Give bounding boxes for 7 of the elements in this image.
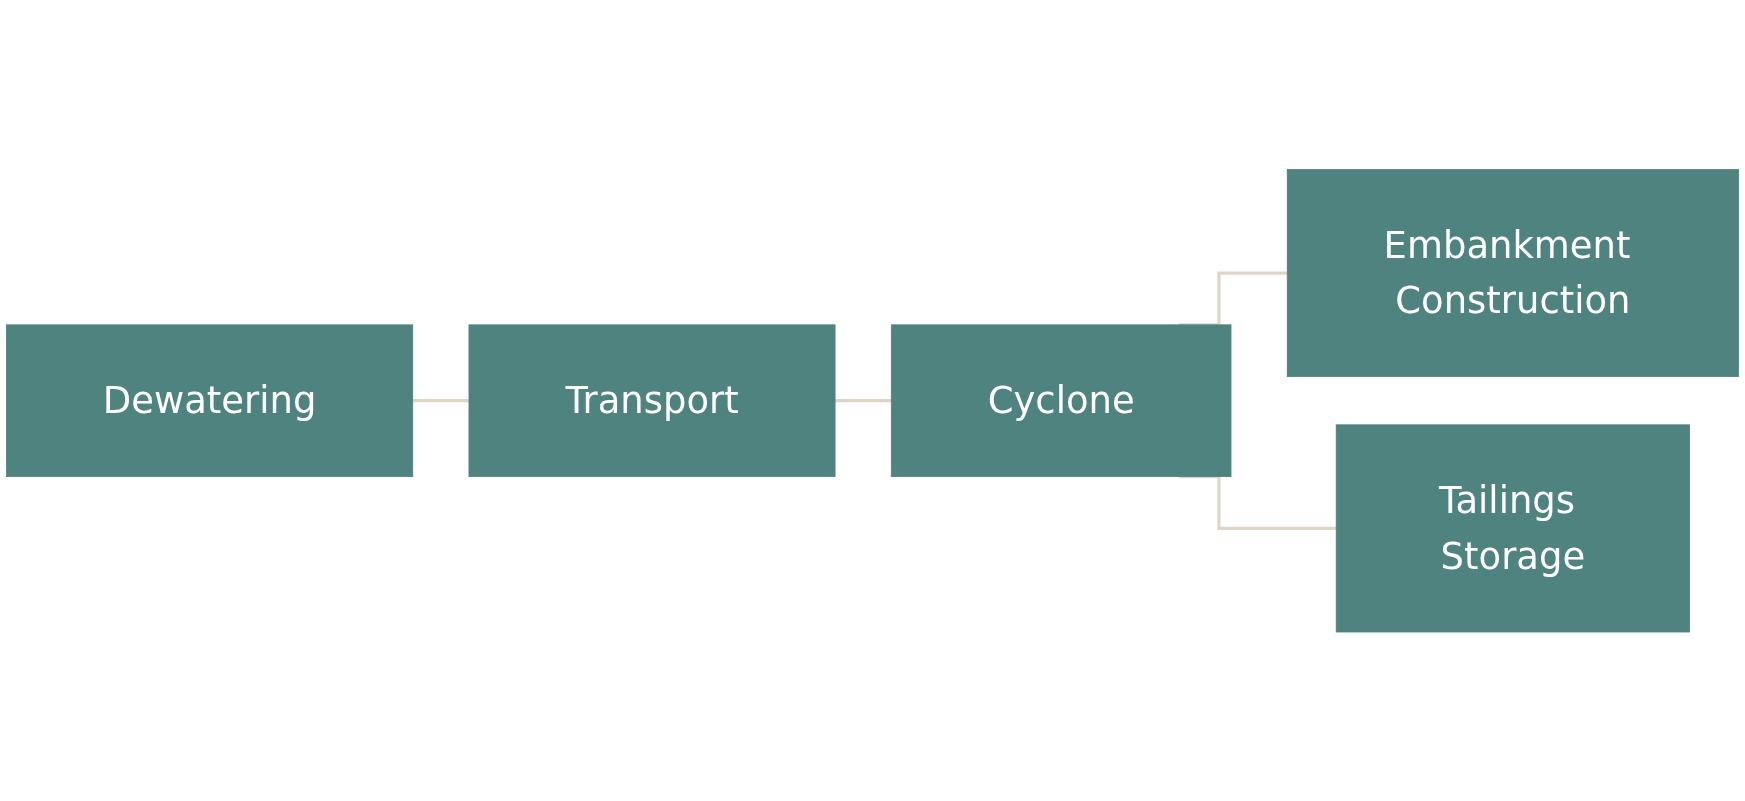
node-box: Cyclone [890, 324, 1232, 477]
node-box: Dewatering [6, 324, 414, 477]
node-box: Transport [468, 324, 836, 477]
node-box: Tailings Storage [1335, 424, 1690, 633]
node-box: Embankment Construction [1286, 168, 1739, 377]
connector [412, 398, 469, 403]
connector [835, 398, 892, 403]
